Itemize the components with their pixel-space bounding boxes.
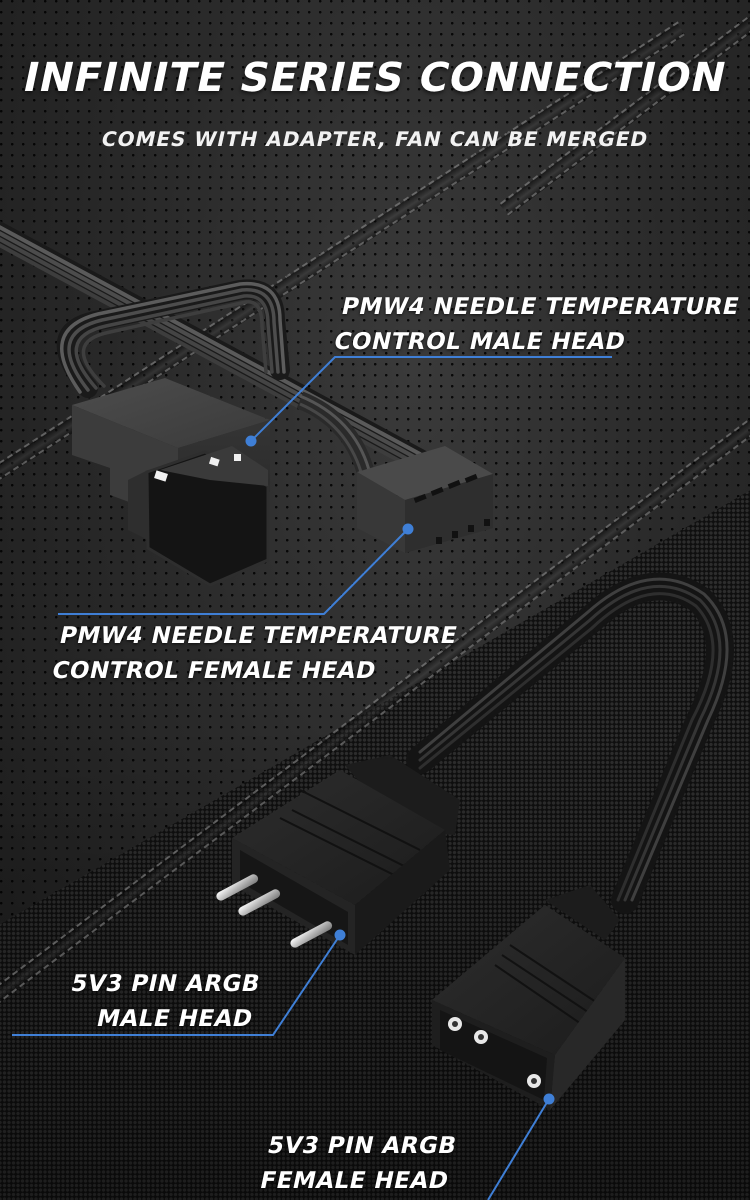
argb-female-connector — [432, 885, 625, 1110]
callout-label-line1: PMW4 NEEDLE TEMPERATURE — [57, 623, 460, 649]
callout-label-line2: FEMALE HEAD — [257, 1168, 451, 1194]
callout-label-argb-female: 5V3 PIN ARGB FEMALE HEAD — [257, 1129, 460, 1199]
page-title: INFINITE SERIES CONNECTION — [19, 55, 731, 101]
page-subtitle: COMES WITH ADAPTER, FAN CAN BE MERGED — [99, 127, 651, 151]
pwm-male-connector — [72, 378, 270, 587]
callout-label-line2: MALE HEAD — [94, 1006, 256, 1032]
callout-label-line2: CONTROL MALE HEAD — [331, 329, 628, 355]
callout-label-line1: PMW4 NEEDLE TEMPERATURE — [339, 294, 742, 320]
callout-label-argb-male: 5V3 PIN ARGB MALE HEAD — [43, 967, 264, 1037]
argb-female-sockets — [448, 1017, 541, 1088]
argb-male-connector — [216, 755, 460, 955]
callout-label-line1: 5V3 PIN ARGB — [265, 1133, 459, 1159]
callout-label-line1: 5V3 PIN ARGB — [68, 971, 263, 997]
pwm-loop-cable — [56, 279, 290, 398]
argb-cable — [406, 572, 734, 914]
callout-label-line2: CONTROL FEMALE HEAD — [49, 658, 379, 684]
callout-label-pwm-female: PMW4 NEEDLE TEMPERATURE CONTROL FEMALE H… — [49, 619, 461, 689]
callout-label-pwm-male: PMW4 NEEDLE TEMPERATURE CONTROL MALE HEA… — [331, 290, 743, 360]
pwm-female-connector — [357, 446, 493, 553]
